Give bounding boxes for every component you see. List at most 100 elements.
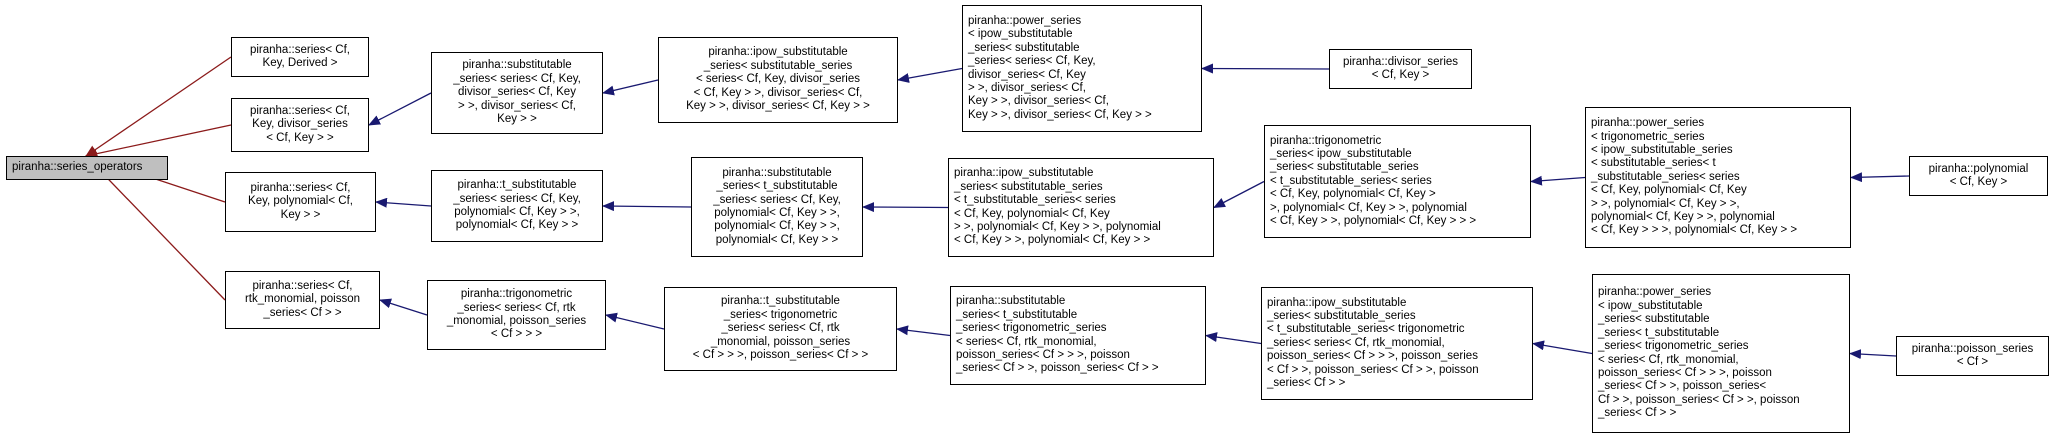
- inheritance-edge-series-rtk: [85, 155, 226, 301]
- inheritance-edge-series-derived: [85, 56, 232, 157]
- class-label-line: < Cf > >, poisson_series< Cf > >, poisso…: [1267, 363, 1479, 376]
- class-label-line: divisor_series< Cf, Key: [968, 68, 1086, 81]
- class-label-line: < series< Cf, rtk_monomial,: [956, 335, 1097, 348]
- class-node-series-rtk[interactable]: piranha::series< Cf,rtk_monomial, poisso…: [225, 271, 380, 329]
- class-node-power-divisor[interactable]: piranha::power_series< ipow_substitutabl…: [962, 5, 1202, 132]
- class-label-line: piranha::substitutable: [462, 59, 572, 72]
- class-label-line: Key > >, divisor_series< Cf, Key > >: [686, 100, 870, 113]
- class-label-line: piranha::poisson_series: [1911, 342, 2034, 355]
- class-label-line: _series< trigonometric: [723, 308, 838, 321]
- class-node-trig-rtk[interactable]: piranha::trigonometric_series< series< C…: [427, 280, 606, 350]
- class-label-line: < Cf, Key, polynomial< Cf, Key: [1591, 184, 1747, 197]
- class-label-line: Key > >, divisor_series< Cf, Key > >: [968, 108, 1152, 121]
- class-label-line: piranha::series< Cf,: [249, 43, 351, 56]
- class-label-line: polynomial< Cf, Key > >,: [454, 206, 580, 218]
- class-label-line: piranha::series_operators: [12, 161, 143, 174]
- class-node-subst-tsubst-poly[interactable]: piranha::substitutable_series< t_substit…: [691, 157, 863, 257]
- class-label-line: piranha::series< Cf,: [252, 279, 353, 292]
- inheritance-edge-power-ipow-trig: [1532, 340, 1593, 355]
- class-label-line: _series< Cf > >, poisson_series< Cf > >: [956, 362, 1159, 375]
- class-label-line: < Cf, Key, polynomial< Cf, Key: [954, 207, 1110, 220]
- class-node-series-divisor[interactable]: piranha::series< Cf,Key, divisor_series<…: [231, 98, 369, 152]
- inheritance-edge-trig-rtk: [379, 298, 428, 316]
- class-label-line: < series< Cf, rtk_monomial,: [1598, 353, 1739, 366]
- class-label-line: poisson_series< Cf > > >, poisson: [956, 348, 1130, 361]
- inheritance-edge-polynomial: [1850, 172, 1910, 183]
- class-node-series-operators[interactable]: piranha::series_operators: [6, 156, 168, 180]
- class-label-line: polynomial< Cf, Key > >: [455, 219, 579, 232]
- class-node-tsubst-trig[interactable]: piranha::t_substitutable_series< trigono…: [664, 287, 897, 371]
- class-label-line: _series< substitutable_series: [1267, 309, 1416, 322]
- class-label-line: Key > >, divisor_series< Cf,: [968, 95, 1109, 108]
- class-label-line: piranha::ipow_substitutable: [708, 46, 848, 59]
- class-label-line: piranha::trigonometric: [1270, 134, 1382, 147]
- class-node-polynomial[interactable]: piranha::polynomial< Cf, Key >: [1909, 156, 2048, 196]
- class-node-subst-divisor[interactable]: piranha::substitutable_series< series< C…: [431, 52, 603, 134]
- class-label-line: piranha::series< Cf,: [250, 181, 351, 194]
- class-label-line: _series< substitutable: [1598, 313, 1710, 326]
- class-node-subst-tsubst-trig[interactable]: piranha::substitutable_series< t_substit…: [950, 286, 1206, 385]
- class-label-line: >, polynomial< Cf, Key > >, polynomial: [1270, 201, 1467, 214]
- class-label-line: _series< series< Cf, rtk_monomial,: [1267, 336, 1445, 349]
- class-label-line: < ipow_substitutable: [1598, 299, 1703, 312]
- class-label-line: piranha::polynomial: [1928, 162, 2029, 175]
- class-label-line: piranha::t_substitutable: [457, 179, 577, 192]
- class-label-line: Key > >: [280, 208, 321, 221]
- class-label-line: _series< substitutable: [968, 41, 1080, 54]
- class-label-line: _series< substitutable_series: [1270, 161, 1419, 174]
- class-label-line: > >, polynomial< Cf, Key > >,: [1591, 197, 1740, 210]
- class-label-line: < trigonometric_series: [1591, 130, 1705, 143]
- class-node-series-derived[interactable]: piranha::series< Cf,Key, Derived >: [231, 37, 369, 77]
- class-label-line: < ipow_substitutable_series: [1591, 143, 1733, 156]
- class-label-line: < t_substitutable_series< series: [954, 194, 1116, 207]
- class-label-line: < Cf > > >: [490, 328, 543, 341]
- class-node-ipow-subst-tsubst-trig[interactable]: piranha::ipow_substitutable_series< subs…: [1261, 287, 1533, 400]
- inheritance-edge-ipow-subst-tsubst-poly: [862, 202, 949, 213]
- inheritance-edge-divisor-series: [1201, 63, 1330, 74]
- class-node-series-polynomial[interactable]: piranha::series< Cf,Key, polynomial< Cf,…: [225, 172, 376, 232]
- class-node-tsubst-polynomial[interactable]: piranha::t_substitutable_series< series<…: [431, 170, 603, 242]
- class-node-ipow-subst-tsubst-poly[interactable]: piranha::ipow_substitutable_series< subs…: [948, 158, 1214, 257]
- class-label-line: < Cf, Key >: [1949, 176, 2008, 188]
- class-label-line: piranha::power_series: [1591, 117, 1705, 130]
- class-label-line: _series< Cf > >: [1267, 377, 1346, 390]
- class-label-line: piranha::substitutable: [956, 295, 1066, 308]
- class-node-poisson-series[interactable]: piranha::poisson_series< Cf >: [1896, 336, 2049, 376]
- class-label-line: < Cf, Key > >, polynomial< Cf, Key > >: [954, 234, 1151, 247]
- class-label-line: > >, divisor_series< Cf,: [968, 81, 1086, 94]
- class-label-line: Cf > >, poisson_series< Cf > >, poisson: [1598, 393, 1800, 406]
- class-label-line: _series< series< Cf, Key,: [968, 55, 1096, 68]
- class-label-line: _series< substitutable_series: [954, 180, 1103, 193]
- class-label-line: _substitutable_series< series: [1591, 170, 1740, 183]
- class-label-line: _series< substitutable_series: [703, 59, 853, 72]
- class-label-line: rtk_monomial, poisson: [244, 293, 361, 306]
- class-label-line: _series< Cf > >: [263, 306, 342, 319]
- class-label-line: poisson_series< Cf > > >, poisson_series: [1267, 350, 1478, 363]
- class-label-line: _series< series< Cf, rtk: [457, 301, 576, 314]
- class-label-line: _series< t_substitutable: [716, 180, 838, 193]
- class-node-power-trig[interactable]: piranha::power_series< trigonometric_ser…: [1585, 107, 1851, 248]
- class-label-line: _series< series< Cf, rtk: [721, 322, 840, 335]
- class-label-line: piranha::power_series: [968, 14, 1082, 27]
- class-node-divisor-series[interactable]: piranha::divisor_series< Cf, Key >: [1329, 49, 1472, 89]
- class-label-line: Key > >: [497, 113, 537, 126]
- class-node-ipow-subst-divisor[interactable]: piranha::ipow_substitutable_series< subs…: [658, 37, 898, 123]
- class-label-line: < Cf, Key > > >, polynomial< Cf, Key > >: [1591, 224, 1798, 237]
- inheritance-edge-tsubst-polynomial: [375, 197, 432, 208]
- class-label-line: < Cf, Key > >, divisor_series< Cf,: [693, 86, 863, 99]
- inheritance-edge-power-divisor: [897, 67, 963, 83]
- class-node-power-ipow-trig[interactable]: piranha::power_series< ipow_substitutabl…: [1592, 274, 1850, 433]
- class-label-line: _series< Cf > >, poisson_series<: [1598, 380, 1767, 393]
- class-label-line: polynomial< Cf, Key > >, polynomial: [1591, 211, 1775, 224]
- class-label-line: < Cf, Key, polynomial< Cf, Key >: [1270, 188, 1436, 201]
- class-label-line: < Cf, Key > >: [266, 131, 334, 144]
- class-label-line: piranha::series< Cf,: [249, 104, 351, 117]
- class-label-line: _monomial, poisson_series: [446, 315, 587, 327]
- class-label-line: _series< t_substitutable: [1598, 326, 1720, 339]
- class-label-line: < t_substitutable_series< trigonometric: [1267, 323, 1465, 336]
- class-node-trig-ipow-poly[interactable]: piranha::trigonometric_series< ipow_subs…: [1264, 125, 1531, 238]
- inheritance-edge-series-divisor: [85, 124, 232, 159]
- inheritance-edge-subst-divisor: [368, 92, 432, 126]
